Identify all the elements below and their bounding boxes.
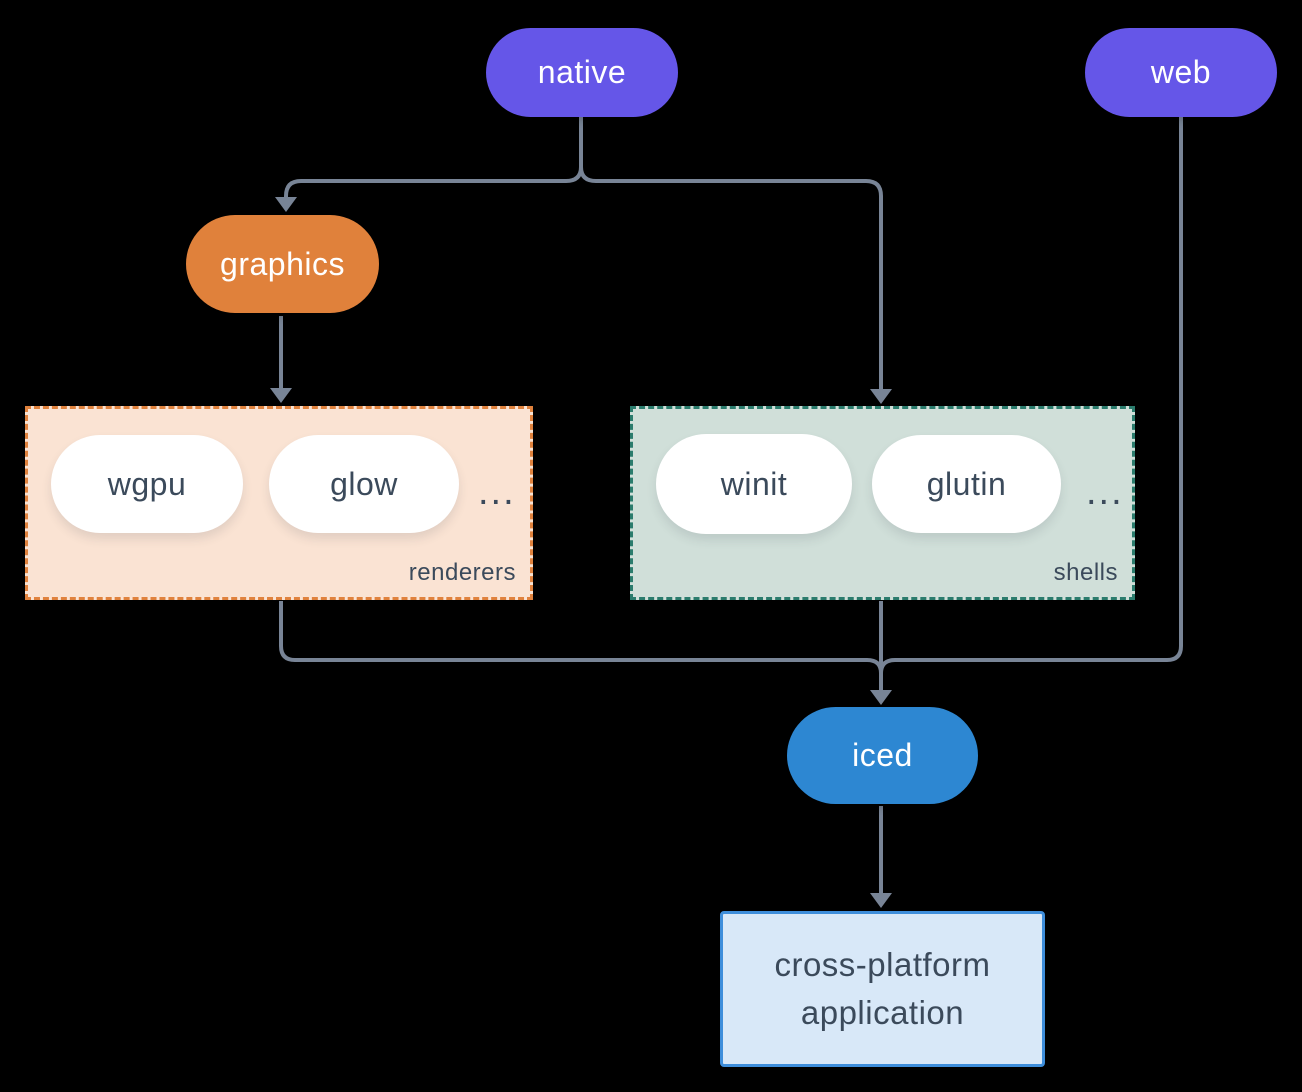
node-application: cross-platform application	[720, 911, 1045, 1067]
application-label-line1: cross-platform	[774, 946, 991, 983]
arrowhead-into-renderers	[270, 388, 292, 403]
node-native: native	[486, 28, 678, 117]
application-label-line2: application	[800, 994, 965, 1031]
renderers-ellipsis: ...	[478, 470, 516, 513]
pill-glutin: glutin	[872, 435, 1061, 533]
arrowhead-into-graphics	[275, 197, 297, 212]
node-native-label: native	[537, 54, 627, 90]
arrowhead-into-shells	[870, 389, 892, 404]
node-iced-label: iced	[852, 737, 913, 773]
pill-winit: winit	[656, 434, 852, 534]
pill-glutin-label: glutin	[926, 465, 1007, 502]
pill-glow: glow	[269, 435, 459, 533]
group-label-shells: shells	[1053, 559, 1118, 586]
edge-renderers-to-merge	[279, 601, 883, 674]
pill-wgpu-label: wgpu	[107, 465, 187, 502]
edge-native-to-shells	[579, 166, 883, 390]
node-web-label: web	[1150, 54, 1212, 90]
node-iced: iced	[787, 707, 978, 804]
pill-wgpu: wgpu	[51, 435, 243, 533]
group-label-renderers: renderers	[408, 559, 516, 586]
node-web: web	[1085, 28, 1277, 117]
group-renderers: wgpu glow ... renderers	[25, 406, 533, 600]
pill-winit-label: winit	[720, 465, 788, 502]
arrowhead-into-app	[870, 893, 892, 908]
shells-ellipsis: ...	[1086, 470, 1124, 513]
arrowhead-into-iced	[870, 690, 892, 705]
node-graphics-label: graphics	[220, 245, 345, 282]
pill-glow-label: glow	[330, 465, 398, 502]
node-graphics: graphics	[186, 215, 379, 313]
edge-native-to-graphics	[284, 166, 583, 198]
group-shells: winit glutin ... shells	[630, 406, 1135, 600]
